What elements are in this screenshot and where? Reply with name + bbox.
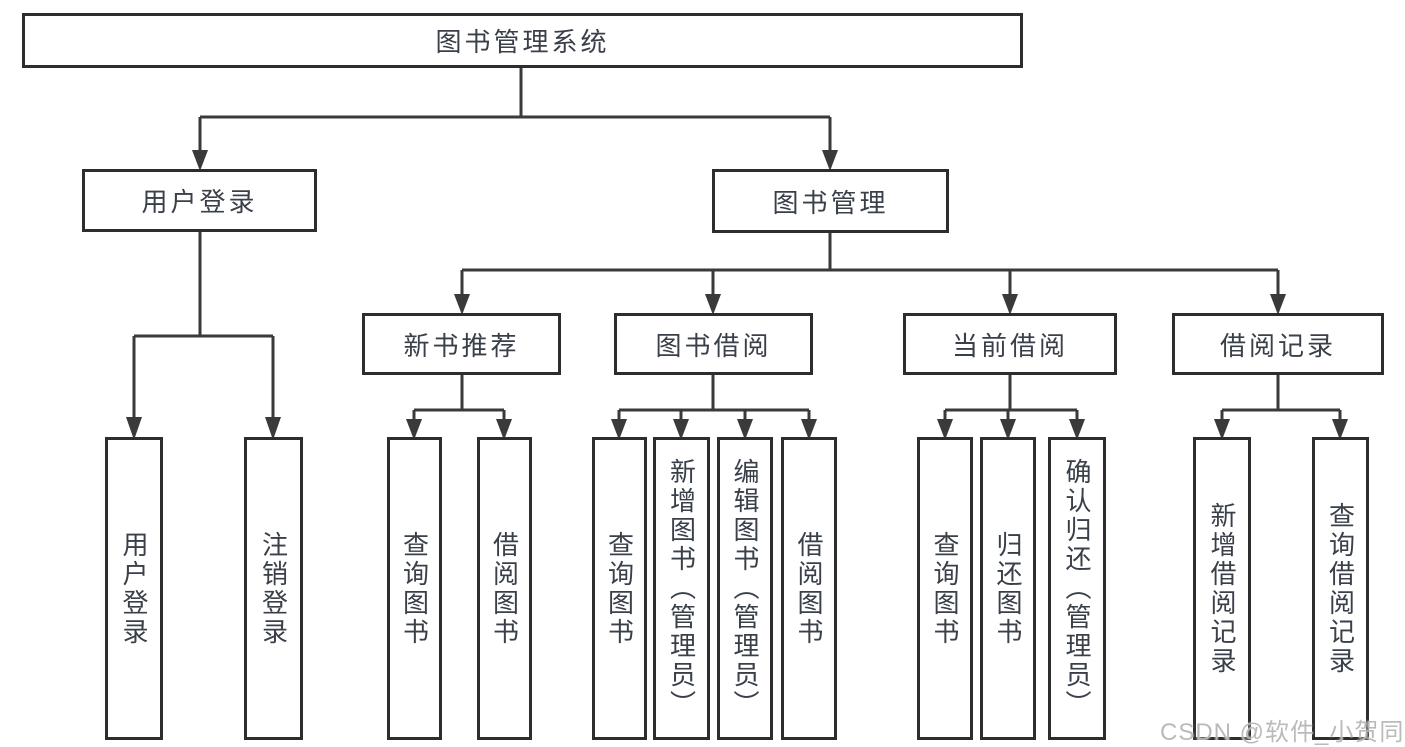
leaf-borrow-add-books-admin: 新增图书（管理员） [653,437,710,740]
node-new-book-recommend: 新书推荐 [362,313,561,375]
node-book-management: 图书管理 [712,169,949,233]
arrowhead-group [126,150,1348,440]
arrowhead [1270,294,1286,315]
arrowhead [822,150,838,171]
arrowhead [496,419,512,440]
arrowhead [1332,419,1348,440]
node-user-login: 用户登录 [82,169,317,232]
node-current-borrow: 当前借阅 [903,313,1117,375]
node-book-borrow: 图书借阅 [614,313,813,375]
node-borrow-records: 借阅记录 [1172,313,1384,375]
arrowhead [1002,294,1018,315]
arrowhead [737,419,753,440]
arrowhead [192,150,208,171]
arrowhead [673,419,689,440]
leaf-records-add-record: 新增借阅记录 [1193,437,1251,740]
leaf-borrow-query-books: 查询图书 [592,437,647,740]
arrowhead [454,294,470,315]
leaf-recommend-query-books: 查询图书 [387,437,442,740]
arrowhead [406,419,422,440]
arrowhead [611,419,627,440]
arrowhead [265,417,281,440]
leaf-current-query-books: 查询图书 [917,437,973,740]
node-root: 图书管理系统 [22,13,1023,68]
arrowhead [1069,419,1085,440]
leaf-borrow-edit-books-admin: 编辑图书（管理员） [717,437,773,740]
csdn-watermark: CSDN @软件_小贺同学 [1160,719,1405,746]
leaf-borrow-borrow-books: 借阅图书 [781,437,837,740]
leaf-logout: 注销登录 [244,437,303,740]
leaf-current-return-books: 归还图书 [980,437,1036,740]
arrowhead [705,294,721,315]
leaf-records-query-record: 查询借阅记录 [1312,437,1369,740]
arrowhead [1000,419,1016,440]
arrowhead [801,419,817,440]
arrowhead [937,419,953,440]
leaf-recommend-borrow-books: 借阅图书 [477,437,532,740]
arrowhead [1214,419,1230,440]
leaf-current-confirm-return-admin: 确认归还（管理员） [1048,437,1106,740]
arrowhead [126,417,142,440]
leaf-user-login: 用户登录 [105,437,163,740]
